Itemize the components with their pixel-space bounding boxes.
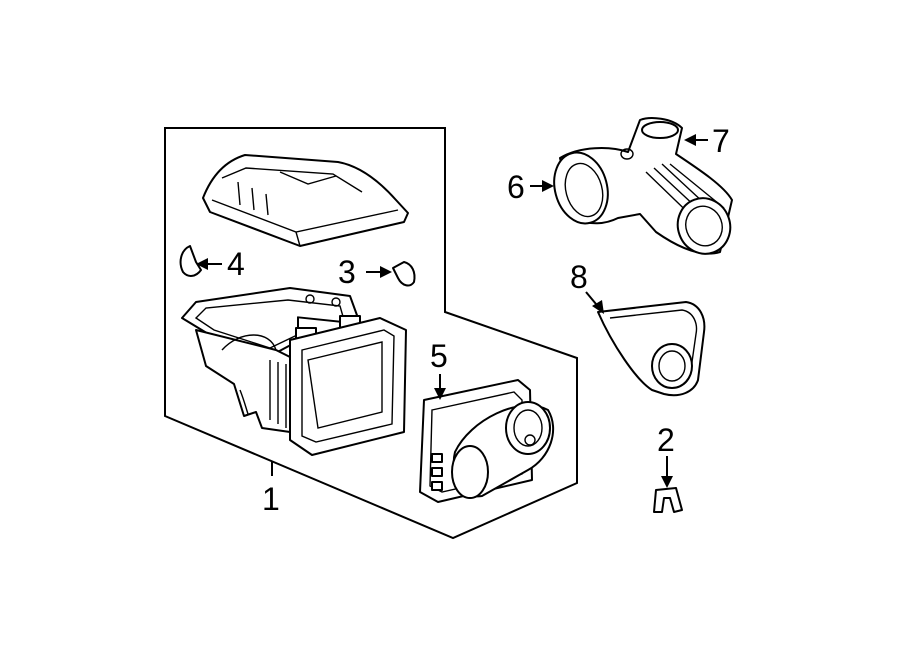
callout-1: 1: [262, 481, 280, 517]
arrowhead-3: [380, 266, 392, 278]
callout-3: 3: [338, 254, 356, 290]
callout-8: 8: [570, 259, 588, 295]
part-4-clip: [179, 245, 202, 277]
part-6-intake-tube: [553, 117, 733, 255]
part-5-adapter: [419, 379, 555, 503]
callout-2: 2: [657, 422, 675, 458]
leader-8: [585, 291, 597, 305]
callout-6: 6: [507, 169, 525, 205]
arrowhead-5: [434, 388, 446, 400]
arrowhead-8: [592, 300, 604, 314]
part-2-clip: [653, 487, 683, 513]
callout-5: 5: [430, 338, 448, 374]
callout-7: 7: [712, 123, 730, 159]
arrowhead-6: [542, 180, 554, 192]
air-cleaner-cover: [202, 154, 409, 247]
air-cleaner-box: [181, 287, 407, 456]
arrowhead-7: [684, 134, 696, 146]
arrowhead-2: [661, 476, 673, 488]
callout-4: 4: [227, 246, 245, 282]
part-3-clip: [392, 261, 416, 287]
assembly-outline: [164, 127, 578, 540]
part-8-duct: [597, 301, 706, 397]
arrowhead-4: [196, 258, 208, 270]
